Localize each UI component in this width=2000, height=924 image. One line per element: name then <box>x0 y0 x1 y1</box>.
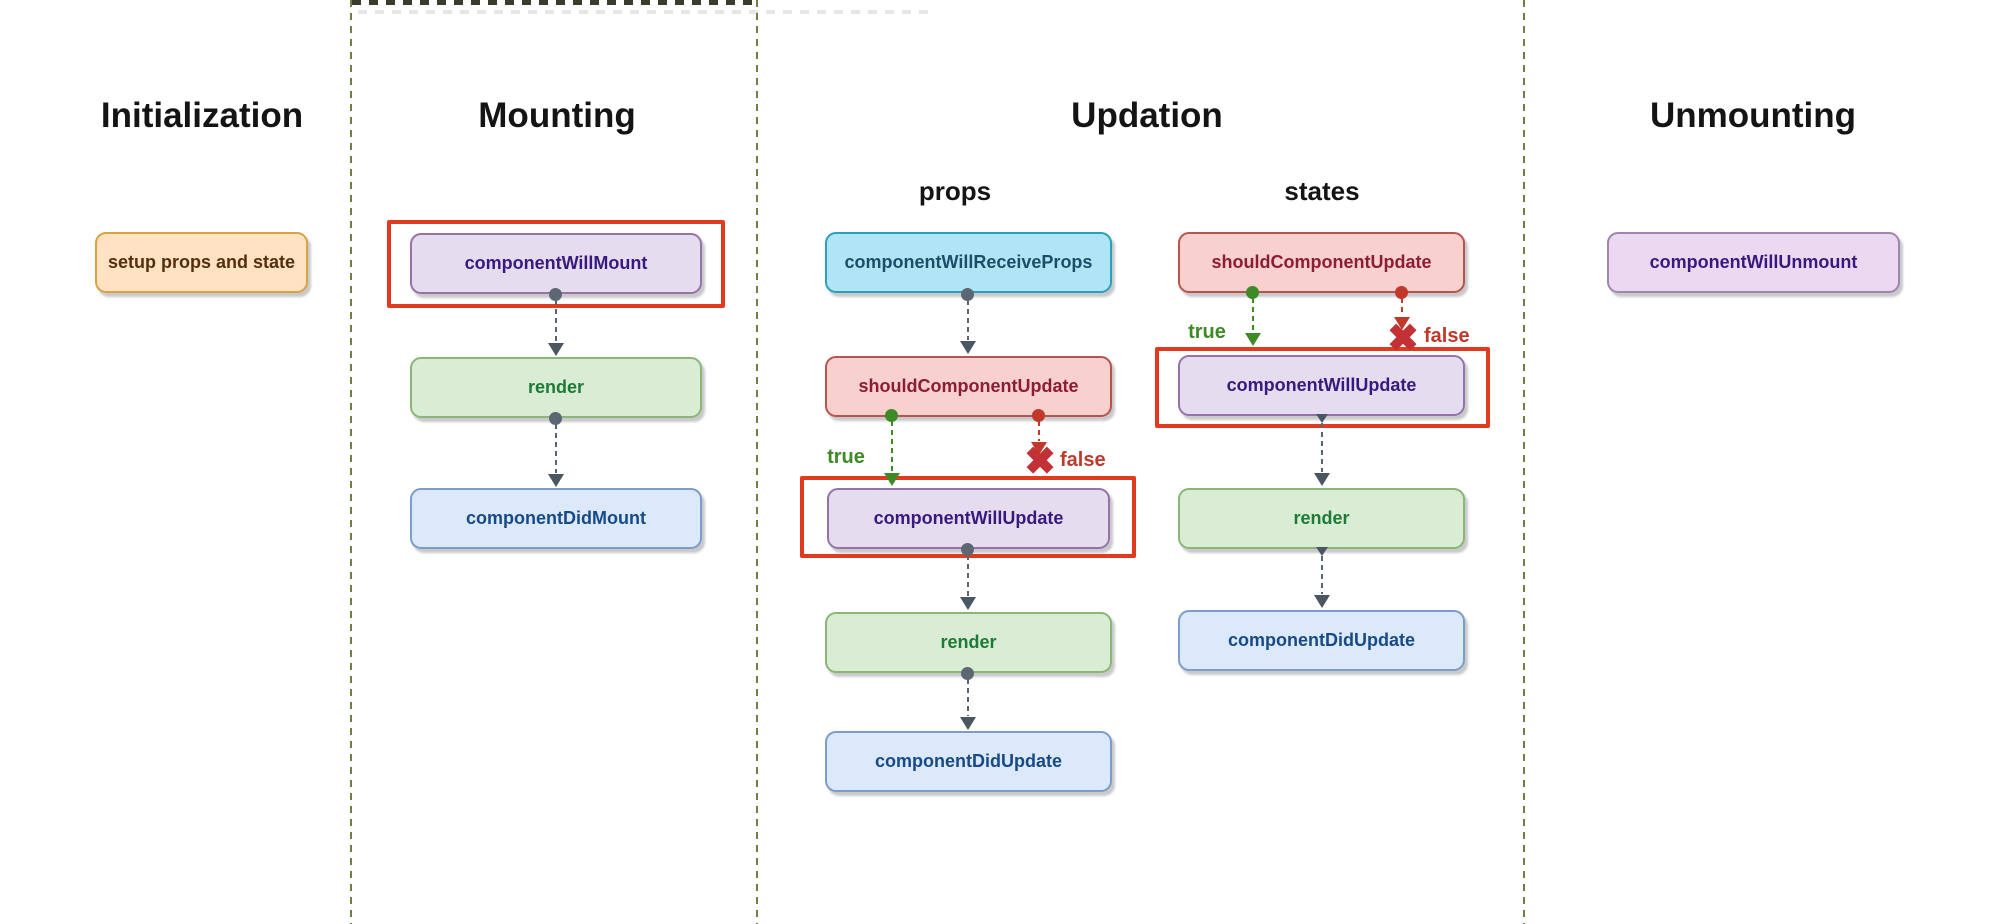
label-true-states: true <box>1188 321 1226 343</box>
true-branch-line <box>891 421 893 471</box>
false-branch-dot <box>1032 409 1045 422</box>
node-states-shouldComponentUpdate: shouldComponentUpdate <box>1178 232 1465 293</box>
arrowhead-icon <box>960 341 976 354</box>
arrowhead-icon <box>548 474 564 487</box>
connector-line <box>1321 556 1323 594</box>
node-props-render: render <box>825 612 1112 673</box>
column-label-states: states <box>1284 176 1360 206</box>
node-componentWillReceiveProps: componentWillReceiveProps <box>825 232 1112 293</box>
true-arrowhead-icon <box>884 473 900 486</box>
node-states-componentDidUpdate: componentDidUpdate <box>1178 610 1465 671</box>
node-componentDidMount: componentDidMount <box>410 488 702 549</box>
false-branch-line <box>1401 298 1403 316</box>
label-true-props: true <box>827 446 865 468</box>
connector-dot <box>549 288 562 301</box>
connector-line <box>555 424 557 473</box>
arrowhead-icon <box>548 343 564 356</box>
node-componentWillUnmount: componentWillUnmount <box>1607 232 1900 293</box>
section-title-updation: Updation <box>1071 96 1223 135</box>
true-arrowhead-icon <box>1245 333 1261 346</box>
connector-line <box>967 555 969 596</box>
node-componentWillMount: componentWillMount <box>410 233 702 294</box>
label-false-props: false <box>1060 449 1106 471</box>
connector-dot <box>961 667 974 680</box>
connector-source-triangle <box>1316 547 1328 556</box>
cropped-top-dashed-line-faint <box>358 10 933 14</box>
node-props-shouldComponentUpdate: shouldComponentUpdate <box>825 356 1112 417</box>
connector-line <box>1321 423 1323 472</box>
arrowhead-icon <box>1314 473 1330 486</box>
node-states-render: render <box>1178 488 1465 549</box>
arrowhead-icon <box>960 597 976 610</box>
node-states-componentWillUpdate: componentWillUpdate <box>1178 355 1465 416</box>
connector-line <box>555 300 557 342</box>
connector-dot <box>961 543 974 556</box>
arrowhead-icon <box>960 717 976 730</box>
false-arrowhead-icon <box>1031 442 1047 455</box>
connector-dot <box>549 412 562 425</box>
connector-line <box>967 300 969 340</box>
node-mounting-render: render <box>410 357 702 418</box>
connector-source-triangle <box>1316 414 1328 423</box>
connector-line <box>967 679 969 716</box>
cropped-top-dashed-line <box>352 0 756 5</box>
section-title-mounting: Mounting <box>478 96 636 135</box>
arrowhead-icon <box>1314 595 1330 608</box>
x-mark-icon: ✖ <box>1024 441 1056 483</box>
section-divider <box>756 0 758 924</box>
true-branch-dot <box>885 409 898 422</box>
column-label-props: props <box>918 176 992 206</box>
section-title-unmounting: Unmounting <box>1649 96 1857 135</box>
node-props-componentDidUpdate: componentDidUpdate <box>825 731 1112 792</box>
false-branch-line <box>1038 421 1040 441</box>
label-false-states: false <box>1424 325 1470 347</box>
connector-dot <box>961 288 974 301</box>
true-branch-line <box>1252 298 1254 332</box>
x-mark-icon: ✖ <box>1387 318 1419 360</box>
section-title-initialization: Initialization <box>100 96 304 135</box>
section-divider <box>350 0 352 924</box>
false-arrowhead-icon <box>1394 317 1410 330</box>
section-divider <box>1523 0 1525 924</box>
node-setup-props-and-state: setup props and state <box>95 232 308 293</box>
true-branch-dot <box>1246 286 1259 299</box>
false-branch-dot <box>1395 286 1408 299</box>
